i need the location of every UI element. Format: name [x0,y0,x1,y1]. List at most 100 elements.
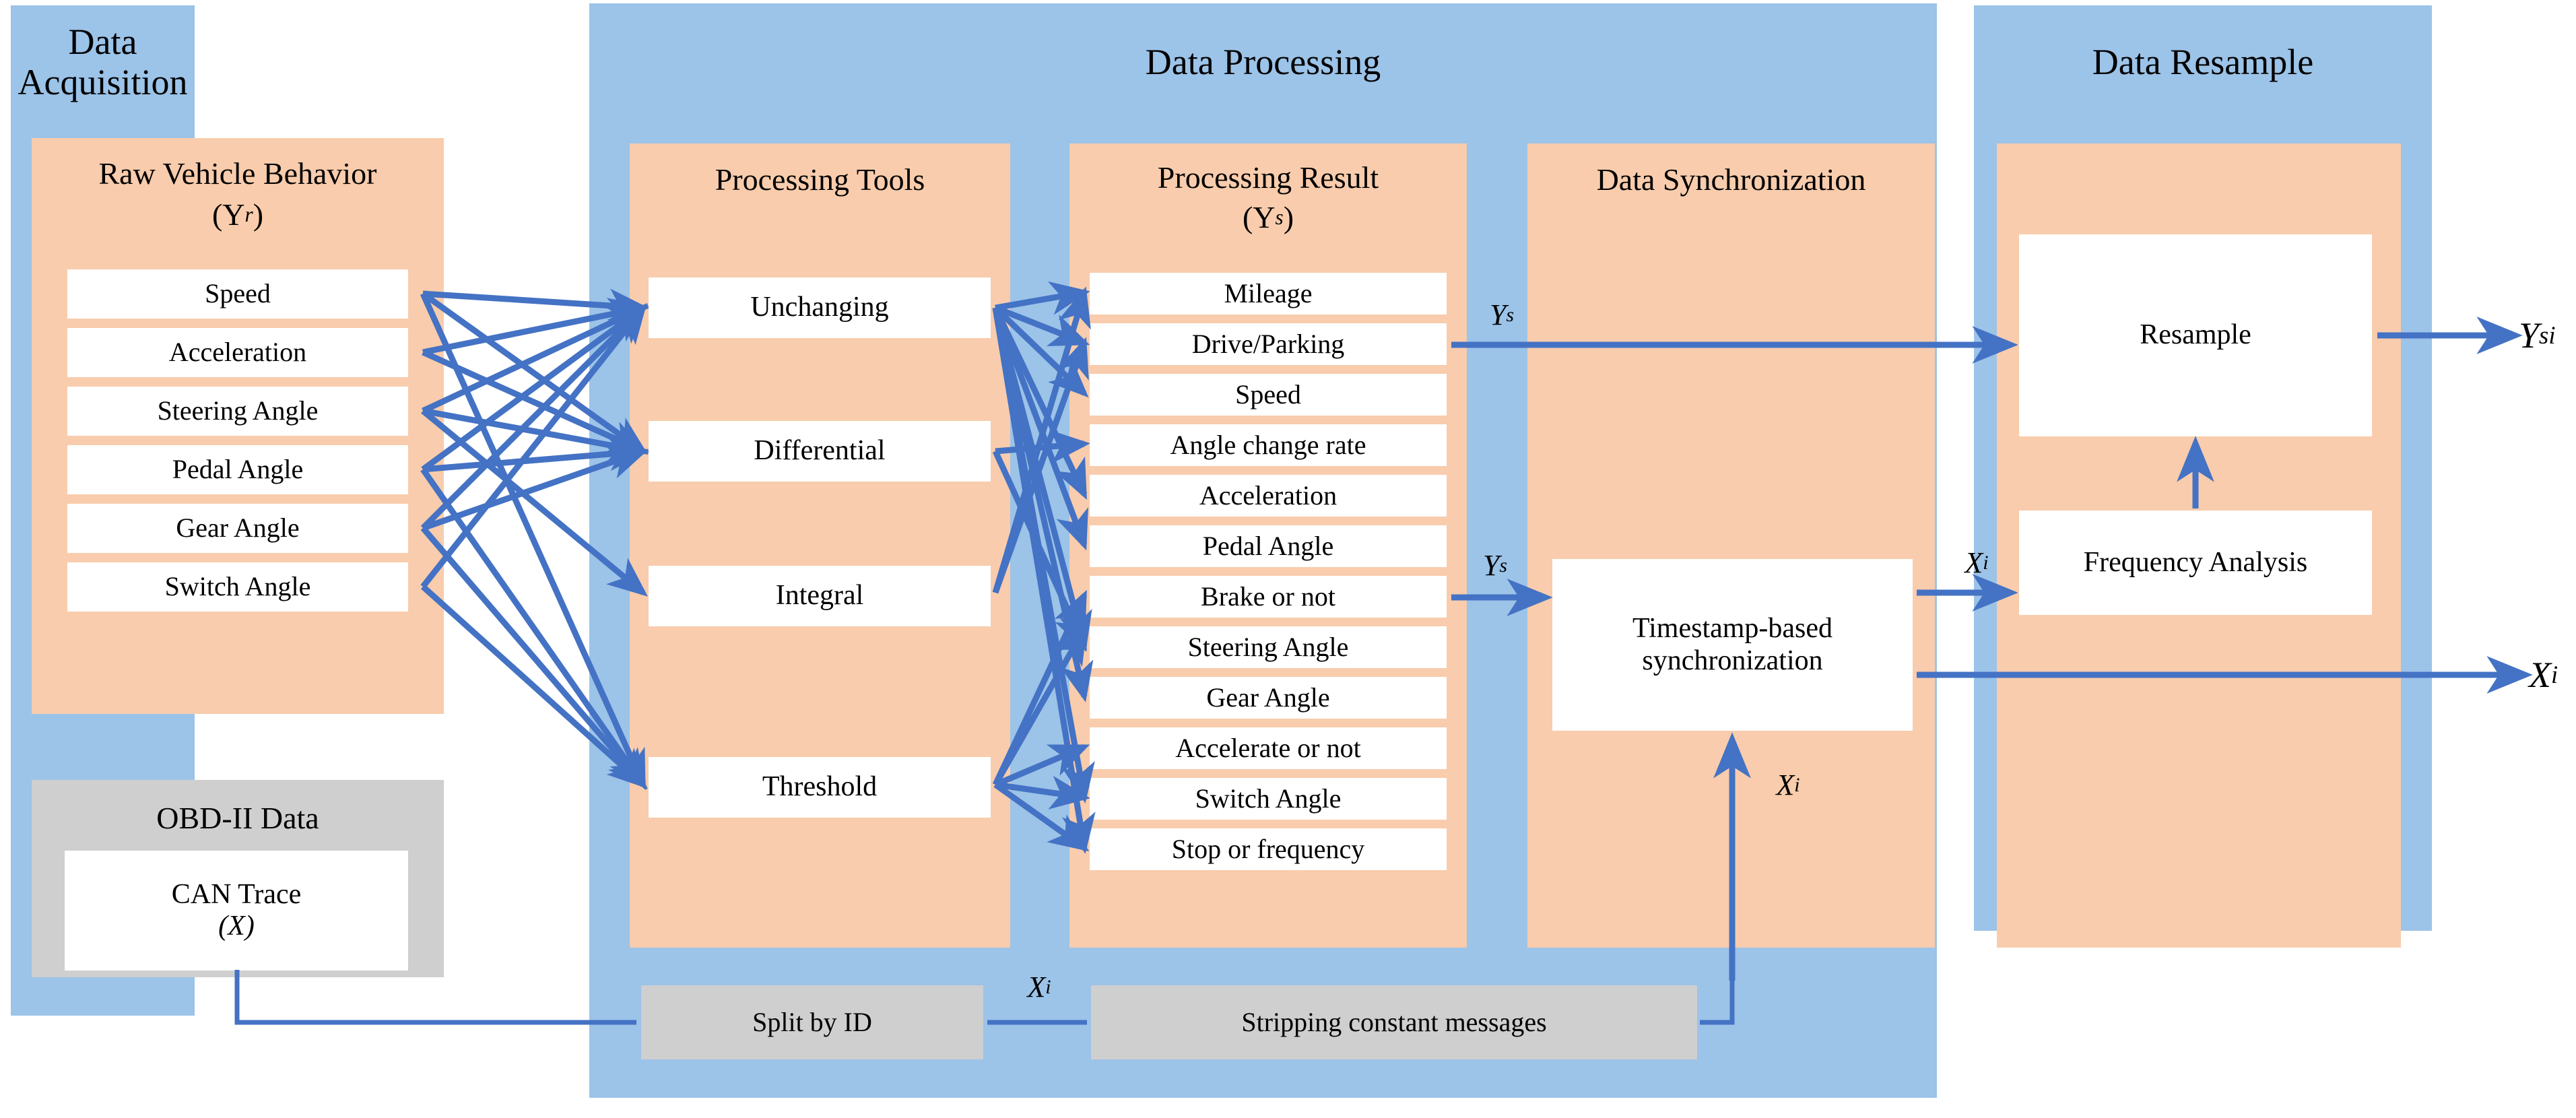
result-label-6: Brake or not [1201,581,1335,612]
ysi-out-sub: si [2539,321,2556,350]
panel-title-data-resample: Data Resample [2092,41,2314,82]
frequency-analysis-label: Frequency Analysis [2083,546,2308,578]
split-by-id-label: Split by ID [752,1006,872,1037]
result-box-2[interactable] [1090,374,1447,416]
tool-label-2: Integral [775,580,864,612]
yr-sub: r [244,203,253,227]
raw-item-label-2: Steering Angle [157,395,319,426]
result-label-9: Accelerate or not [1175,732,1361,763]
raw-item-label-0: Speed [205,278,271,309]
can-trace-line2: (X) [218,911,255,942]
group-title-text: Raw Vehicle Behavior [98,156,377,191]
raw-item-box-4[interactable] [67,504,408,553]
result-label-2: Speed [1235,379,1301,409]
group-title-text: Processing Result [1157,160,1379,195]
result-label-5: Pedal Angle [1202,530,1334,561]
result-box-9[interactable] [1090,727,1447,769]
result-box-6[interactable] [1090,576,1447,618]
raw-to-tools-edges [420,288,649,791]
tools-to-results-edges [992,281,1096,854]
xi-out-base: X [2529,654,2551,695]
edge-can-to-split [234,970,636,1025]
raw-item-box-5[interactable] [67,562,408,612]
resample-box[interactable] [2019,234,2372,436]
tool-box-0[interactable] [649,277,991,338]
group-title-raw-vehicle-behavior: Raw Vehicle Behavior [32,156,444,191]
stripping-constant-messages-label: Stripping constant messages [1241,1006,1547,1037]
result-label-0: Mileage [1224,277,1313,308]
result-label-11: Stop or frequency [1171,833,1365,864]
group-title-processing-tools: Processing Tools [715,162,925,197]
tool-box-1[interactable] [649,421,991,482]
xi-split-base: X [1027,971,1046,1004]
result-label-1: Drive/Parking [1191,328,1345,359]
result-box-1[interactable] [1090,323,1447,365]
raw-item-box-0[interactable] [67,269,408,319]
ys-sub: s [1275,205,1284,230]
yr-open: (Y [211,197,245,232]
result-box-10[interactable] [1090,778,1447,820]
raw-item-label-4: Gear Angle [176,513,300,544]
xi-sync-in-sub: i [1794,774,1800,797]
result-box-7[interactable] [1090,626,1447,668]
tool-box-2[interactable] [649,566,991,626]
can-trace-line1: CAN Trace [171,878,302,910]
ysi-out-base: Y [2519,315,2540,356]
frequency-analysis-box[interactable] [2019,511,2372,615]
group-title-processing-result: Processing Result [1069,160,1467,195]
result-box-3[interactable] [1090,424,1447,466]
group-title-obd-ii: OBD-II Data [156,801,319,836]
result-box-5[interactable] [1090,525,1447,567]
xi-sync-out-sub: i [1983,552,1989,574]
raw-item-box-3[interactable] [67,445,408,494]
ys-top-sub: s [1506,304,1515,327]
tool-label-1: Differential [754,435,886,467]
result-label-10: Switch Angle [1195,783,1342,814]
panel-title-data-processing: Data Processing [1145,41,1381,82]
tool-label-0: Unchanging [750,292,889,323]
ys-top-base: Y [1489,298,1507,332]
group-title-data-synchronization: Data Synchronization [1596,162,1866,197]
timestamp-sync-label: Timestamp-based synchronization [1552,559,1913,731]
result-box-0[interactable] [1090,273,1447,315]
ys-open: (Y [1242,200,1276,235]
split-by-id-box[interactable] [641,985,983,1059]
result-label-8: Gear Angle [1206,682,1330,713]
raw-item-label-5: Switch Angle [164,571,311,602]
tool-box-3[interactable] [649,757,991,818]
stripping-constant-messages-box[interactable] [1091,985,1697,1059]
flow-edges [1451,317,2533,981]
edge-stripping-riser [1700,981,1735,1025]
xi-split-sub: i [1045,976,1051,999]
raw-item-label-1: Acceleration [168,337,307,368]
yr-close: ) [253,197,264,232]
timestamp-sync-box[interactable] [1552,559,1913,731]
result-box-11[interactable] [1090,828,1447,870]
tool-label-3: Threshold [762,771,878,803]
resample-label: Resample [2140,319,2251,351]
result-label-7: Steering Angle [1187,631,1349,662]
raw-item-box-1[interactable] [67,328,408,377]
bottom-edges [234,970,1735,1025]
result-box-8[interactable] [1090,677,1447,719]
result-label-3: Angle change rate [1170,429,1366,460]
ys-close: ) [1283,200,1294,235]
sync-line2: synchronization [1642,645,1823,676]
xi-sync-out-base: X [1964,546,1983,580]
can-trace-box[interactable] [65,851,408,971]
can-trace-label: CAN Trace (X) [65,851,408,971]
ys-mid-base: Y [1482,549,1500,583]
xi-out-sub: i [2551,661,2558,689]
result-box-4[interactable] [1090,475,1447,517]
raw-item-box-2[interactable] [67,387,408,436]
